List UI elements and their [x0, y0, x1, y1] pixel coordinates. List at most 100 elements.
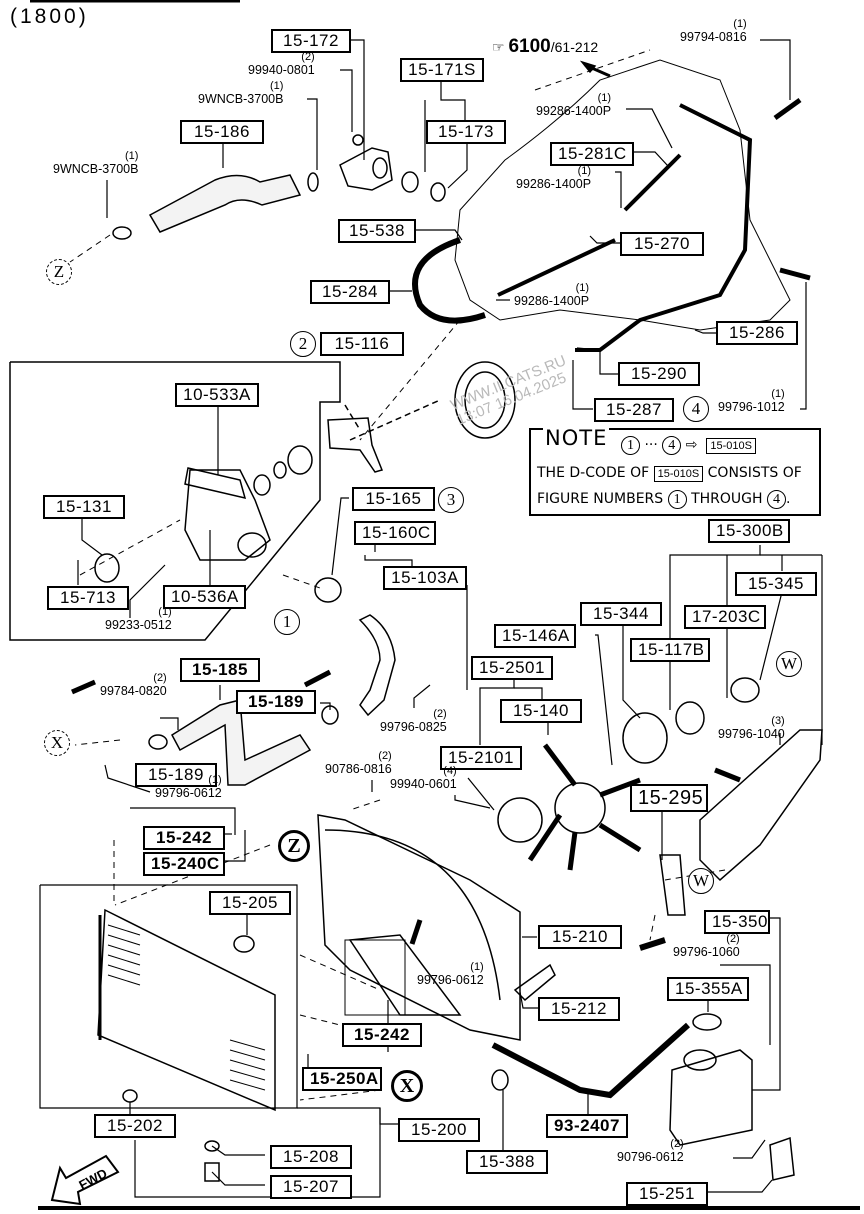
part-number-99784-0820[interactable]: (2)99784-0820 — [100, 672, 167, 699]
part-label-15-2101[interactable]: 15-2101 — [440, 746, 522, 770]
part-label-15-242-upper[interactable]: 15-242 — [143, 826, 225, 850]
note-code-inline[interactable]: 15-010S — [653, 466, 704, 482]
part-label-15-270[interactable]: 15-270 — [620, 232, 704, 256]
part-label-15-281c[interactable]: 15-281C — [550, 142, 634, 166]
part-label-10-533a[interactable]: 10-533A — [175, 383, 259, 407]
part-label-15-140[interactable]: 15-140 — [500, 699, 582, 723]
part-number-99796-1012[interactable]: (1)99796-1012 — [718, 389, 785, 415]
part-label-15-202[interactable]: 15-202 — [94, 1114, 176, 1138]
overflow-hose-drawing — [491, 1022, 691, 1099]
part-number-99286-1400p-b[interactable]: (1)99286-1400P — [516, 166, 591, 192]
part-label-15-171s[interactable]: 15-171S — [400, 58, 484, 82]
section-reference[interactable]: ☞ 6100/61-212 — [492, 36, 598, 58]
part-label-15-185[interactable]: 15-185 — [180, 658, 260, 682]
part-label-15-355a[interactable]: 15-355A — [667, 977, 749, 1001]
part-label-15-538[interactable]: 15-538 — [338, 219, 416, 243]
part-label-15-350[interactable]: 15-350 — [704, 910, 770, 934]
part-number-9wncb-3700b-lower[interactable]: (1)9WNCB-3700B — [53, 151, 138, 177]
part-qty: (4) — [443, 765, 457, 777]
part-number-text: 99794-0816 — [680, 30, 747, 44]
part-number-99286-1400p-a[interactable]: (1)99286-1400P — [536, 93, 611, 119]
part-label-15-240c[interactable]: 15-240C — [143, 852, 225, 876]
part-label-15-344[interactable]: 15-344 — [580, 602, 662, 626]
part-label-15-160c[interactable]: 15-160C — [354, 521, 436, 545]
part-number-text: 99233-0512 — [105, 618, 172, 632]
callout-z-ref: Z — [46, 259, 72, 285]
fan-shroud-drawing — [317, 814, 521, 1041]
part-label-15-287[interactable]: 15-287 — [594, 398, 674, 422]
part-label-15-2501[interactable]: 15-2501 — [471, 656, 553, 680]
part-number-99794-0816[interactable]: (1)99794-0816 — [680, 19, 747, 45]
part-label-15-165[interactable]: 15-165 — [352, 487, 435, 511]
part-label-15-116[interactable]: 15-116 — [320, 332, 404, 356]
part-number-text: 99796-1060 — [673, 945, 740, 959]
note-code[interactable]: 15-010S — [706, 438, 756, 454]
part-label-15-251[interactable]: 15-251 — [626, 1182, 708, 1206]
part-label-15-172[interactable]: 15-172 — [271, 29, 351, 53]
part-number-text: 99796-1040 — [718, 727, 785, 741]
part-number-99940-0801[interactable]: (2)99940-0801 — [248, 52, 315, 78]
part-number-9wncb-3700b-upper[interactable]: (1)9WNCB-3700B — [198, 80, 284, 107]
callout-w-top: W — [776, 651, 802, 677]
part-number-99796-0612-upper[interactable]: (1)99796-0612 — [155, 775, 222, 801]
part-label-15-210[interactable]: 15-210 — [538, 925, 622, 949]
engine-variant-title: (1800) — [10, 5, 89, 28]
part-label-15-189-upper[interactable]: 15-189 — [236, 690, 316, 714]
part-label-15-295[interactable]: 15-295 — [630, 784, 708, 812]
part-label-15-200[interactable]: 15-200 — [398, 1118, 480, 1142]
part-label-15-290[interactable]: 15-290 — [618, 362, 700, 386]
note-through: THROUGH — [691, 491, 763, 507]
part-label-15-186[interactable]: 15-186 — [180, 120, 264, 144]
part-label-15-300b[interactable]: 15-300B — [708, 519, 790, 543]
reservoir-bracket-drawing — [769, 1136, 795, 1181]
part-qty: (1) — [270, 80, 284, 92]
forward-direction-indicator: FWD — [48, 1150, 128, 1211]
bolt-drawing — [779, 267, 811, 281]
note-line-2: THE D-CODE OF 15-010S CONSISTS OF — [537, 465, 802, 482]
part-label-15-117b[interactable]: 15-117B — [630, 638, 710, 662]
part-number-99796-1060[interactable]: (2)99796-1060 — [673, 934, 740, 960]
hose-clamp-drawing — [112, 226, 132, 240]
part-label-15-284[interactable]: 15-284 — [310, 280, 390, 304]
callout-4: 4 — [683, 396, 709, 422]
reservoir-drawing — [669, 1049, 753, 1146]
part-number-text: 99286-1400P — [514, 294, 590, 308]
part-label-15-207[interactable]: 15-207 — [270, 1175, 352, 1199]
part-number-text: 90786-0816 — [325, 762, 392, 776]
part-label-10-536a[interactable]: 10-536A — [163, 585, 246, 609]
part-label-15-345[interactable]: 15-345 — [735, 572, 817, 596]
part-label-15-189-lower[interactable]: 15-189 — [135, 763, 217, 787]
adjuster-drawing — [659, 854, 686, 916]
callout-3: 3 — [438, 487, 464, 513]
part-label-15-131[interactable]: 15-131 — [43, 495, 125, 519]
part-qty: (2) — [153, 672, 167, 684]
part-label-15-205[interactable]: 15-205 — [209, 891, 291, 915]
part-label-15-146a[interactable]: 15-146A — [494, 624, 576, 648]
hose-clamp-drawing — [148, 734, 168, 750]
gear-drawing — [94, 553, 120, 583]
part-number-text: 99796-0612 — [155, 786, 222, 800]
part-number-99940-0601[interactable]: (4)99940-0601 — [390, 765, 457, 792]
part-label-93-2407[interactable]: 93-2407 — [546, 1114, 628, 1138]
part-label-17-203c[interactable]: 17-203C — [684, 605, 766, 629]
part-label-15-286[interactable]: 15-286 — [716, 321, 798, 345]
part-label-15-250a[interactable]: 15-250A — [302, 1067, 382, 1091]
part-number-90796-0612[interactable]: (2)90796-0612 — [617, 1139, 684, 1165]
callout-x: X — [391, 1070, 423, 1102]
part-number-99796-0825[interactable]: (2)99796-0825 — [380, 709, 447, 735]
part-number-99796-0612-lower[interactable]: (1)99796-0612 — [417, 961, 484, 988]
part-qty: (1) — [470, 961, 484, 973]
part-label-15-208[interactable]: 15-208 — [270, 1145, 352, 1169]
part-label-15-103a[interactable]: 15-103A — [383, 566, 467, 590]
part-number-99286-1400p-c[interactable]: (1)99286-1400P — [514, 283, 590, 309]
part-number-99796-1040[interactable]: (3)99796-1040 — [718, 716, 785, 742]
part-number-90786-0816[interactable]: (2)90786-0816 — [325, 751, 392, 777]
part-label-15-242-lower[interactable]: 15-242 — [342, 1023, 422, 1047]
part-label-15-388[interactable]: 15-388 — [466, 1150, 548, 1174]
callout-1: 1 — [274, 609, 300, 635]
part-label-15-173[interactable]: 15-173 — [426, 120, 506, 144]
part-label-15-713[interactable]: 15-713 — [47, 586, 129, 610]
part-label-15-212[interactable]: 15-212 — [538, 997, 620, 1021]
part-number-99233-0512[interactable]: (1)99233-0512 — [105, 607, 172, 633]
